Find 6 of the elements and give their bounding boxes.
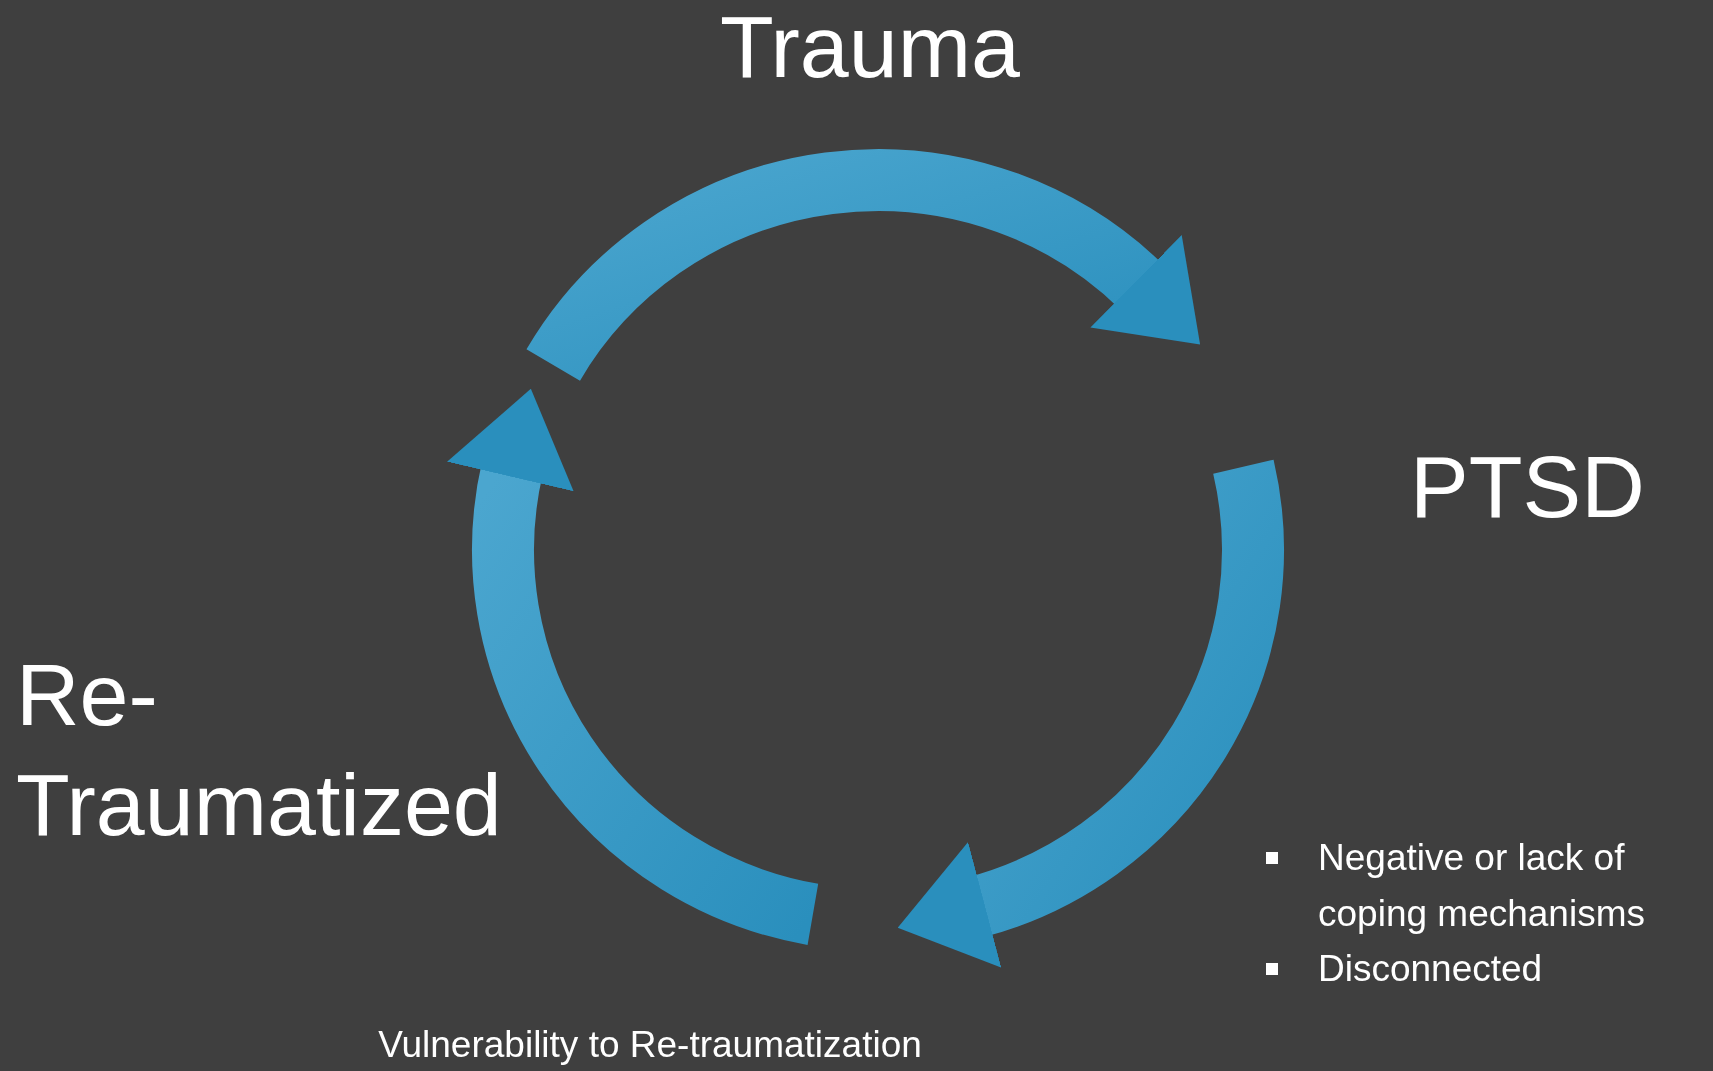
- bullet-text: Disconnected: [1318, 947, 1543, 991]
- stage-label: PTSD: [1410, 432, 1650, 542]
- stage-label: Trauma: [700, 0, 1040, 102]
- bullet-text: Negative or lack of coping mechanisms: [1318, 836, 1646, 936]
- caption-text: Vulnerability to Re-traumatization: [377, 1023, 923, 1067]
- stage-label: Re- Traumatized: [16, 640, 596, 860]
